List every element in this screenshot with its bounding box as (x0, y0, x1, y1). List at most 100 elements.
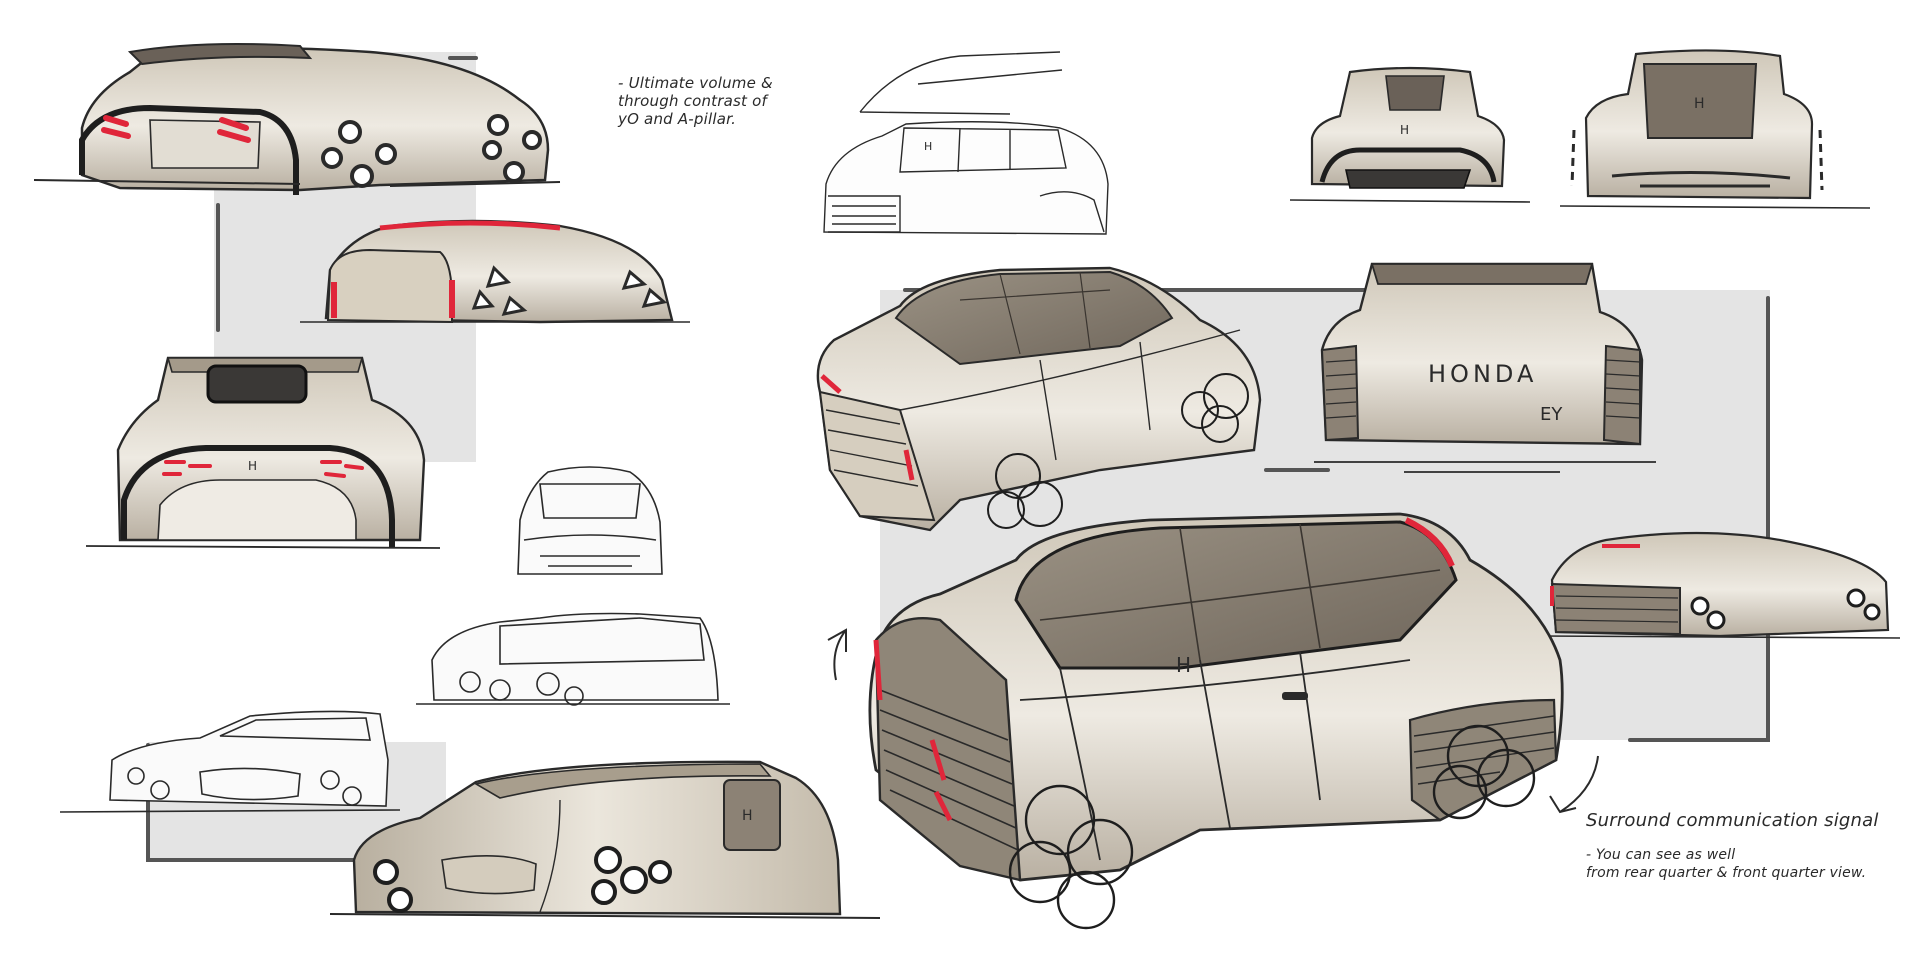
sketch14-doors (1019, 651, 1411, 861)
sketch9-h-logo: H (1400, 123, 1409, 137)
sketch14-roof (1014, 520, 1458, 670)
sketch9-windshield (1385, 75, 1445, 111)
wheel-dot (321, 147, 343, 169)
car-sketch-three-quarter-view-icon (1539, 531, 1901, 639)
wheel-dot (594, 846, 622, 874)
sketch12-right-lamp (1602, 344, 1641, 446)
sketch11-roof-grid (959, 271, 1111, 355)
signal-triangle (471, 289, 495, 310)
wheel-scribble (1056, 870, 1116, 930)
wheel-dot (1846, 588, 1866, 608)
tail-light-left-2 (101, 127, 131, 139)
sketch7-roof (473, 763, 772, 799)
sketch4-bumper (523, 534, 657, 567)
sketch6-wheel-dot (127, 767, 145, 785)
sketch1-tail-lights (101, 115, 251, 143)
car-sketch-front-view-icon: H (1289, 66, 1531, 203)
wheel-scribble (1066, 818, 1134, 886)
car-sketch-three-quarter-view-icon: H (827, 512, 1599, 930)
wheel-dot (591, 879, 617, 905)
sketch11-wheel-scribbles (987, 373, 1249, 529)
car-sketch-side-view-icon (59, 710, 401, 813)
signal-triangle (501, 295, 528, 317)
sketch13-wheel-dots (1690, 588, 1881, 630)
sketch2-triangles (471, 265, 668, 317)
sketch8-h-logo: H (924, 140, 932, 153)
wheel-dot (487, 114, 509, 136)
sketch9-body (1310, 66, 1506, 188)
wheel-scribble (1201, 405, 1239, 443)
sketch12-ground (1314, 461, 1656, 473)
sketch1-roof (127, 43, 313, 66)
wheel-dot (620, 866, 648, 894)
sketch3-rear-window (206, 364, 308, 404)
sketch14-arrow-left (827, 628, 847, 681)
tail-light-right-1 (219, 117, 249, 131)
sketch5-wheel-dot (459, 671, 481, 693)
sketch10-bumper (1611, 170, 1791, 188)
sketch11-red-light (820, 374, 915, 481)
wheel-dot (338, 120, 362, 144)
sketch6-ground (59, 809, 401, 813)
sketch14-door-handle (1282, 692, 1308, 700)
sketch10-hatch (1642, 63, 1758, 139)
sketch10-h-logo: H (1694, 96, 1705, 112)
sketch3-red-dashes (162, 460, 364, 478)
sketch8-wheel (1039, 191, 1105, 233)
sketch14-front-lines (879, 689, 1019, 851)
sketch1-rear-arch (79, 104, 299, 195)
sketch11-side-lines (899, 329, 1241, 461)
sketch2-roof-line (379, 220, 561, 231)
wheel-scribble (1017, 481, 1063, 527)
wheel-dot (1863, 603, 1881, 621)
sketch5-body (431, 612, 719, 701)
car-sketch-rear-view-icon (517, 466, 663, 575)
sketch5-wheel-dot (564, 686, 584, 706)
sketch4-body (517, 466, 663, 575)
sketch9-ground (1289, 199, 1531, 203)
sketch13-rear-lines (1555, 595, 1679, 623)
sketch1-ground-line (33, 179, 561, 187)
sketch12-body (1320, 262, 1644, 446)
sketch6-glass (219, 717, 371, 741)
sketch7-rear-window (723, 779, 781, 851)
sketch14-h-logo: H (1176, 653, 1191, 677)
sketch4-window (539, 483, 641, 519)
tail-light-right-2 (217, 129, 251, 143)
signal-triangle (485, 265, 512, 288)
sketch12-model-badge: EY (1540, 404, 1563, 425)
wheel-dot (1690, 596, 1710, 616)
sketch7-h-logo: H (742, 808, 753, 824)
sketch8-body (823, 121, 1109, 235)
volume-annotation: - Ultimate volume & through contrast of … (618, 74, 773, 128)
car-sketch-three-quarter-view-icon: H (823, 51, 1109, 235)
car-sketch-three-quarter-view-icon (816, 266, 1262, 532)
wheel-scribble (1008, 840, 1072, 904)
sketch9-arch (1319, 147, 1497, 183)
sketch9-lower (1345, 169, 1472, 189)
sketch14-roof-grid (1039, 523, 1441, 661)
wheel-dot (482, 140, 502, 160)
sketch14-roof-red (1404, 517, 1455, 568)
sketch5-windows (499, 617, 705, 665)
sketch3-ground-line (85, 545, 441, 549)
wheel-scribble (1181, 391, 1219, 429)
sketch7-door-line (539, 799, 561, 913)
car-sketch-rear-view-icon (33, 43, 561, 195)
sketch7-grille (441, 855, 537, 895)
sketch7-wheel-dots (373, 846, 672, 913)
sketch14-rear-face (1408, 698, 1558, 822)
sketch12-lamp-lines (1325, 359, 1641, 419)
signal-triangle (621, 269, 648, 291)
car-sketch-side-view-icon (416, 612, 730, 706)
sketch5-wheel-dot (536, 672, 560, 696)
signal-triangle (641, 287, 668, 309)
sketch8-windows (899, 127, 1067, 173)
sketch1-wheel-dots (321, 114, 542, 188)
sketch6-wheel-dot (150, 780, 170, 800)
wheel-scribble (1432, 764, 1488, 820)
sketch14-arrow-right (1549, 755, 1599, 814)
sketch12-brand-badge: HONDA (1428, 360, 1537, 388)
